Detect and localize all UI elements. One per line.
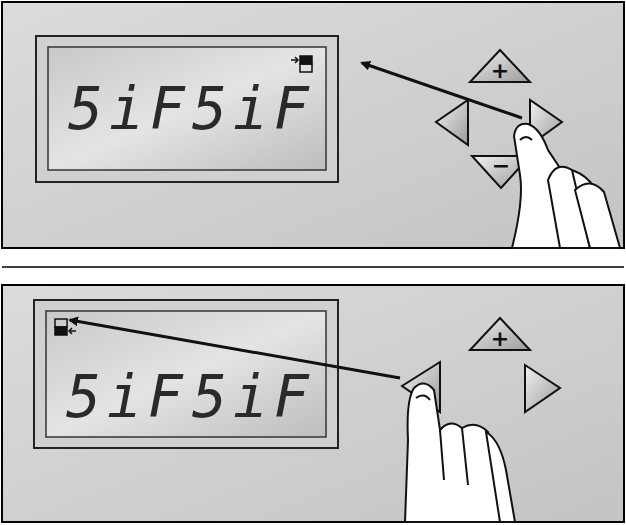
display-reading: 5iF [192,368,315,426]
display-reading: 5iF [68,80,191,138]
display-reading: 5iF [192,80,315,138]
button-symbol: + [491,60,509,82]
button-symbol: − [492,155,510,177]
display-reading: 5iF [66,368,189,426]
button-symbol: + [491,328,509,350]
